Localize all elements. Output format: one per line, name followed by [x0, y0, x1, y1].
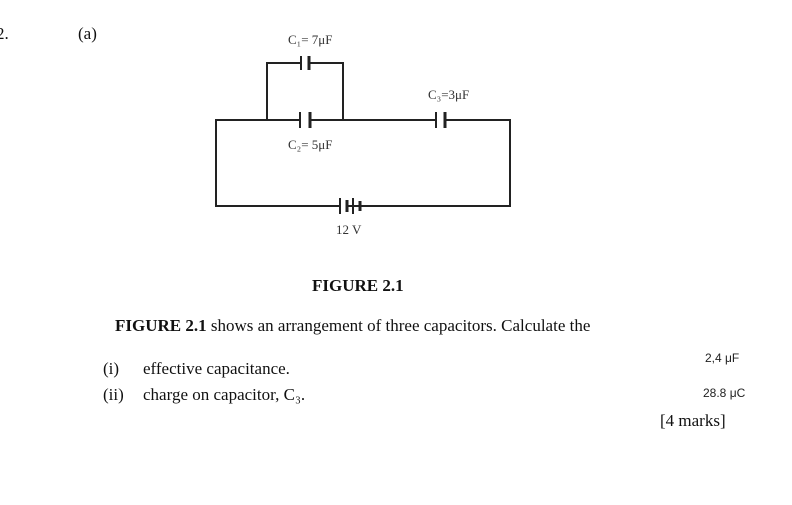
subpart-i-text: effective capacitance. [143, 359, 290, 378]
subpart-ii-num: (ii) [103, 385, 124, 404]
subpart-ii-text: charge on capacitor, C₃. [143, 385, 306, 404]
wire-parallel-top [266, 62, 301, 120]
question-prompt: FIGURE 2.1 shows an arrangement of three… [115, 316, 590, 336]
subpart-ii-answer: 28.8 μC [703, 386, 746, 400]
figure-reference: FIGURE 2.1 [115, 316, 207, 335]
wire-right [347, 119, 511, 207]
wire-top-left [215, 119, 340, 207]
c3-label: C₃=3μF [428, 87, 469, 102]
marks: [4 marks] [660, 411, 726, 430]
prompt-text: shows an arrangement of three capacitors… [206, 316, 591, 335]
c2-label: C₂= 5μF [288, 137, 332, 152]
figure-caption: FIGURE 2.1 [312, 276, 404, 295]
c1-label: C₁= 7μF [288, 32, 332, 47]
part-label: (a) [78, 24, 97, 43]
battery-label: 12 V [336, 222, 362, 237]
question-number: 2. [0, 24, 9, 43]
subpart-i-num: (i) [103, 359, 120, 378]
subpart-i-answer: 2,4 μF [705, 351, 740, 365]
